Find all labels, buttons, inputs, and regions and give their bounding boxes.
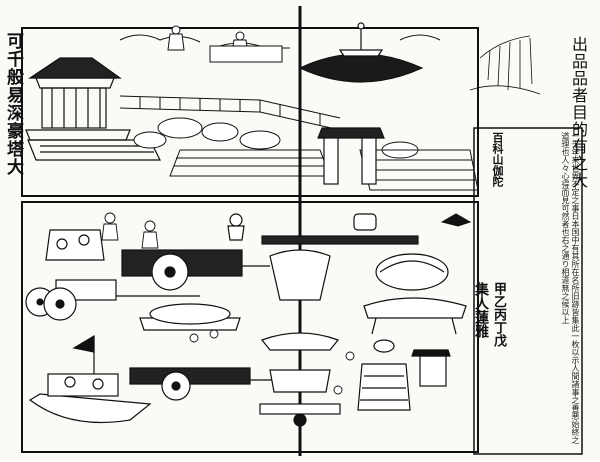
- left-caption: 可千般易深豪塔大: [3, 32, 23, 176]
- boat-float: [28, 334, 152, 424]
- article-frame: [473, 127, 583, 455]
- flying-bird: [440, 213, 472, 227]
- umbrella-canopy: [298, 22, 424, 83]
- figures-on-clouds: [167, 25, 283, 63]
- small-figures: [101, 212, 355, 395]
- garden-shrubs: [133, 117, 419, 159]
- hanging-lantern: [357, 339, 451, 411]
- temple-building: [25, 57, 161, 161]
- lower-panel-frame: [21, 201, 479, 453]
- wheeled-cart-left: [25, 229, 200, 321]
- willow-tree: [469, 35, 541, 95]
- cart-subtitle: 甲乙丙丁戊: [491, 282, 506, 347]
- article-title: 百科山伽陀: [491, 132, 504, 187]
- upper-panel-frame: [21, 27, 479, 197]
- cart-title: 集人蓮雅: [473, 282, 489, 338]
- decorative-float-cart: [129, 303, 280, 401]
- wheeled-cart-center: [121, 213, 270, 291]
- article-text: 一千年来世界不定之事日本国中有其所在名所旧跡皆集此一枚以示人間諸事之善悪始終之道…: [561, 132, 580, 444]
- stone-gate: [317, 127, 385, 185]
- tiered-pole-float: [259, 235, 419, 427]
- right-caption: 出品品者目的有之大: [569, 36, 588, 189]
- bonsai-display: [353, 213, 467, 335]
